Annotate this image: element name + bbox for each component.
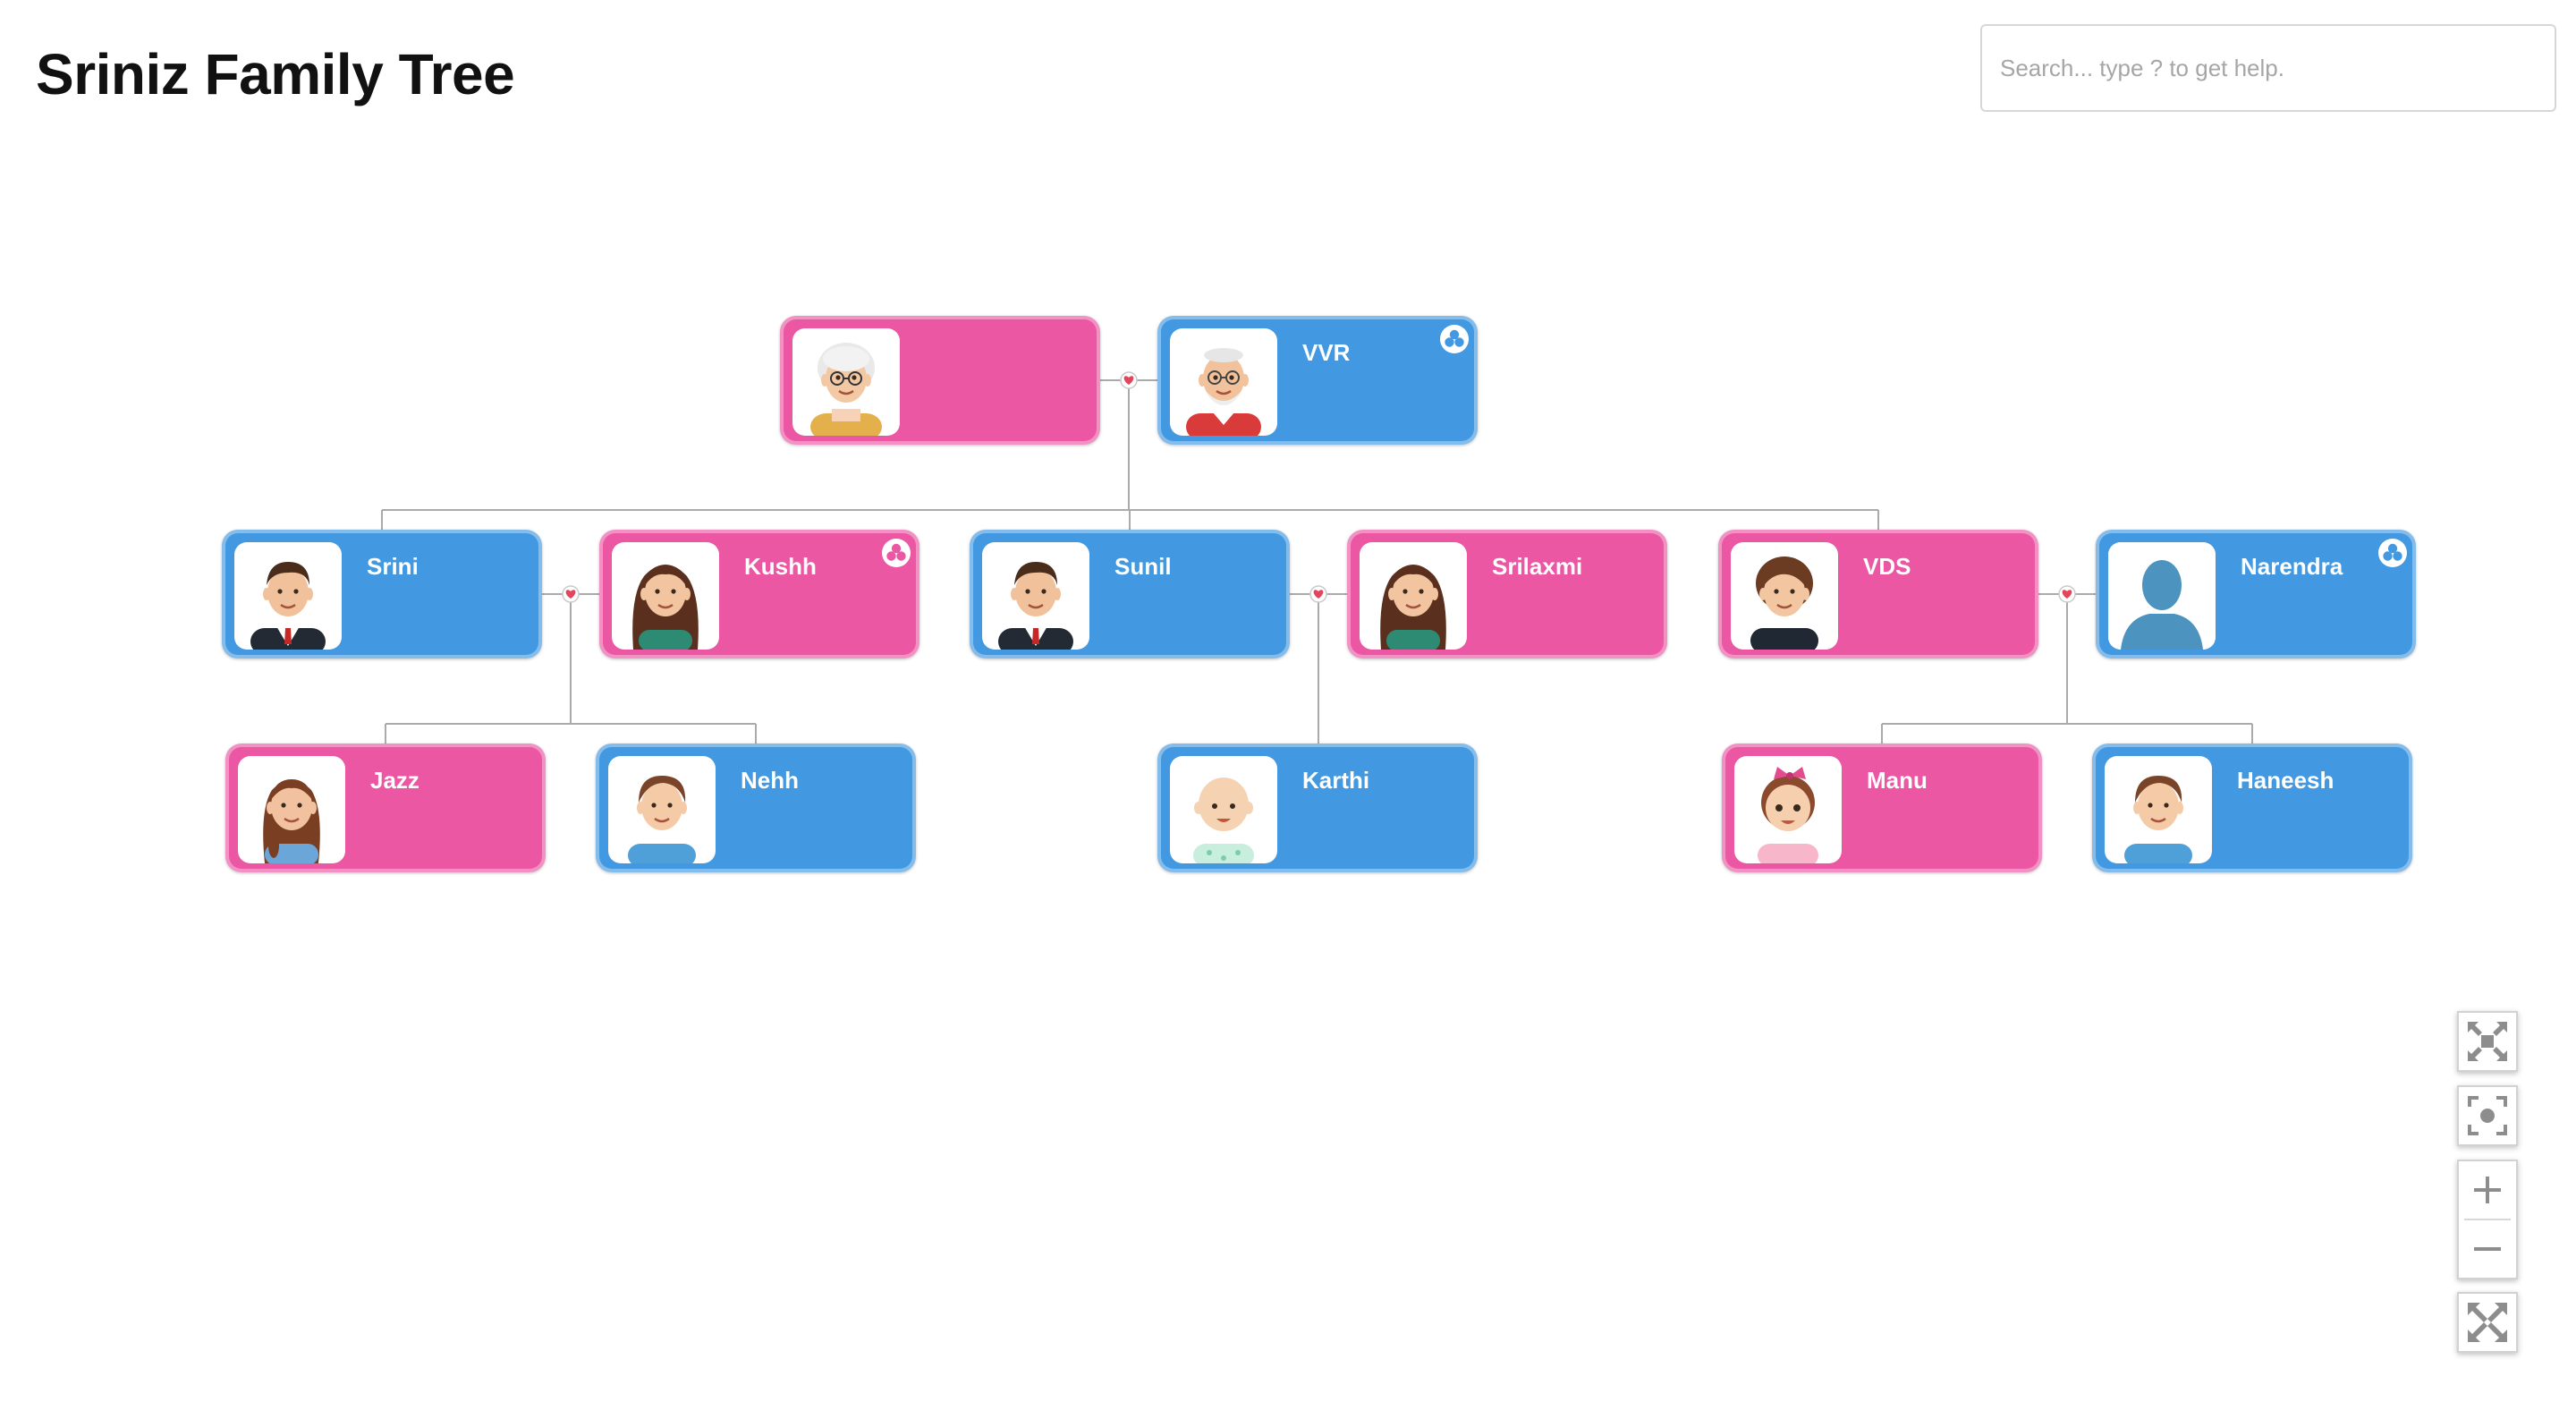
woman-avatar xyxy=(612,542,719,650)
person-name: Narendra xyxy=(2241,553,2343,580)
partner-heart-icon xyxy=(1309,585,1327,603)
silhouette-avatar xyxy=(2108,542,2216,650)
children-icon xyxy=(1442,327,1467,352)
person-card-narendra[interactable]: Narendra xyxy=(2096,530,2416,659)
show-children-button[interactable] xyxy=(882,539,911,567)
grandmother-avatar xyxy=(792,328,900,436)
person-card-sunil[interactable]: Sunil xyxy=(970,530,1290,659)
baby-avatar xyxy=(1170,756,1277,863)
search-input[interactable] xyxy=(1980,24,2556,112)
person-card-jazz[interactable]: Jazz xyxy=(225,743,546,872)
zoom-in-button[interactable] xyxy=(2459,1161,2516,1219)
person-name: Haneesh xyxy=(2237,767,2334,794)
fullscreen-button[interactable] xyxy=(2459,1294,2516,1351)
person-card-karthi[interactable]: Karthi xyxy=(1157,743,1478,872)
show-children-button[interactable] xyxy=(2378,539,2407,567)
center-button[interactable] xyxy=(2459,1087,2516,1144)
zoom-out-icon xyxy=(2474,1247,2501,1251)
person-name: Manu xyxy=(1867,767,1928,794)
person-name: VVR xyxy=(1302,339,1351,366)
person-name: Srilaxmi xyxy=(1492,553,1583,580)
person-name: Karthi xyxy=(1302,767,1370,794)
person-card-nehh[interactable]: Nehh xyxy=(596,743,916,872)
person-name: Srini xyxy=(367,553,419,580)
center-icon xyxy=(2468,1096,2507,1135)
person-card-kushh[interactable]: Kushh xyxy=(599,530,919,659)
person-name: Kushh xyxy=(744,553,817,580)
person-card-vvr[interactable]: VVR xyxy=(1157,316,1478,445)
person-card-manu[interactable]: Manu xyxy=(1722,743,2042,872)
children-icon xyxy=(884,540,909,565)
zoom-out-button[interactable] xyxy=(2459,1220,2516,1278)
fullscreen-icon xyxy=(2468,1303,2507,1342)
girl-braid-avatar xyxy=(238,756,345,863)
show-children-button[interactable] xyxy=(1440,325,1469,353)
man-avatar xyxy=(982,542,1089,650)
person-card-srini[interactable]: Srini xyxy=(222,530,542,659)
person-name: Jazz xyxy=(370,767,419,794)
person-card-vds[interactable]: VDS xyxy=(1718,530,2038,659)
fullscreen-control xyxy=(2457,1292,2518,1353)
woman-short-hair-avatar xyxy=(1731,542,1838,650)
grandfather-avatar xyxy=(1170,328,1277,436)
fit-control xyxy=(2457,1011,2518,1072)
person-card-haneesh[interactable]: Haneesh xyxy=(2092,743,2412,872)
person-name: Nehh xyxy=(741,767,799,794)
zoom-control xyxy=(2457,1160,2518,1279)
center-control xyxy=(2457,1085,2518,1146)
man-avatar xyxy=(234,542,342,650)
partner-heart-icon xyxy=(1120,371,1138,389)
zoom-in-icon xyxy=(2474,1177,2501,1203)
woman-avatar xyxy=(1360,542,1467,650)
zoom-divider xyxy=(2464,1219,2511,1220)
fit-all-icon xyxy=(2468,1022,2507,1061)
page-title: Sriniz Family Tree xyxy=(36,42,515,106)
children-icon xyxy=(2380,540,2405,565)
baby-girl-avatar xyxy=(1734,756,1842,863)
person-name: Sunil xyxy=(1114,553,1172,580)
person-card-grandmother[interactable] xyxy=(780,316,1100,445)
fit-all-button[interactable] xyxy=(2459,1013,2516,1070)
person-name: VDS xyxy=(1863,553,1911,580)
boy-avatar xyxy=(608,756,716,863)
person-card-srilaxmi[interactable]: Srilaxmi xyxy=(1347,530,1667,659)
partner-heart-icon xyxy=(562,585,580,603)
partner-heart-icon xyxy=(2058,585,2076,603)
boy-avatar xyxy=(2105,756,2212,863)
